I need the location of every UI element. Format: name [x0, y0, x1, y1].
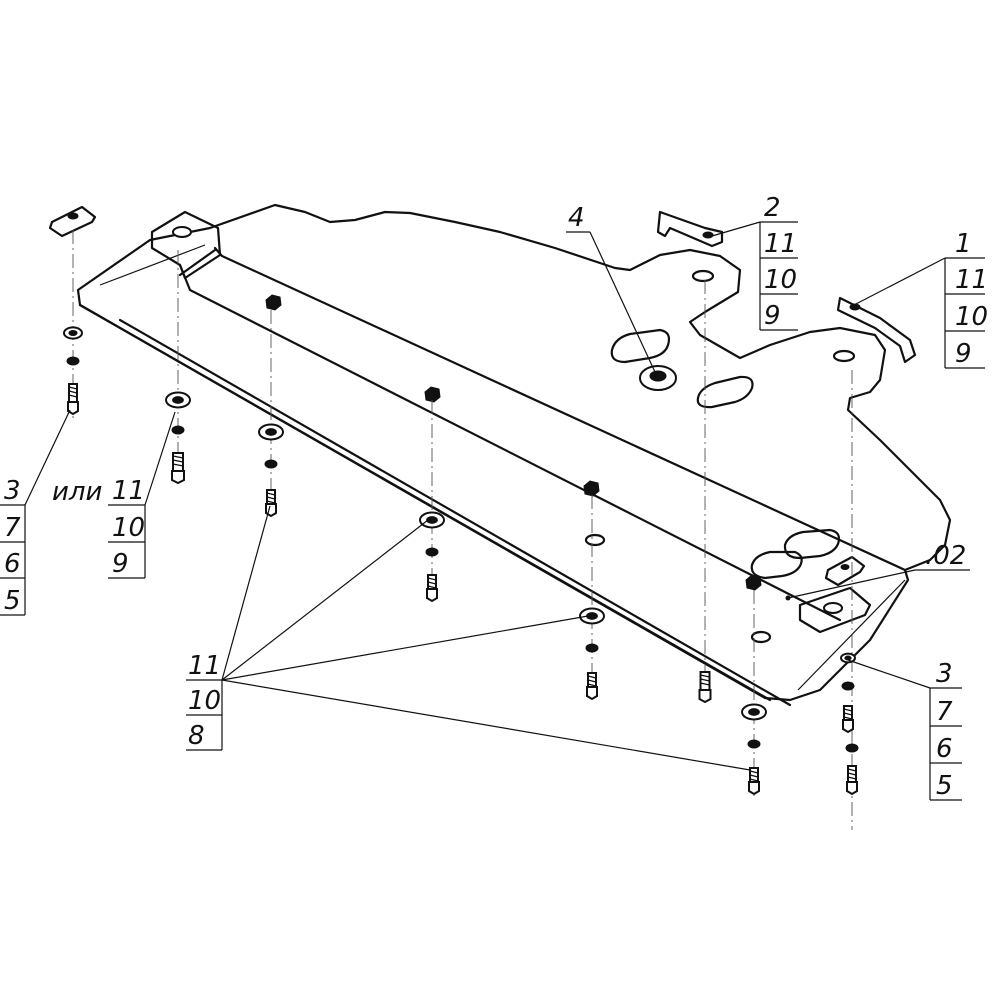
- bolt-thread: [843, 708, 853, 712]
- bolt-thread: [847, 772, 857, 776]
- bolt-head: [171, 470, 185, 485]
- callout-3r-item-6: 6: [936, 734, 953, 764]
- bolt-thread: [843, 716, 853, 720]
- bolt-thread: [172, 455, 184, 459]
- callout-1-item-9: 9: [955, 339, 972, 369]
- callout-left-item-10: 10: [112, 513, 145, 543]
- bolt-thread: [427, 577, 437, 581]
- bolt-thread: [700, 682, 710, 686]
- centre-lines: [72, 230, 853, 830]
- callout-3l-item-6: 6: [4, 549, 21, 579]
- bolt-thread: [587, 675, 597, 679]
- bolt-thread: [843, 712, 853, 716]
- callout-bottom-item-10: 10: [188, 686, 221, 716]
- bolt-thread: [847, 768, 857, 772]
- bolt-thread: [266, 492, 276, 496]
- bolt-thread: [68, 386, 78, 390]
- lock-washer: [845, 743, 859, 753]
- plate-nut-left: [48, 205, 97, 238]
- bolt-head: [426, 588, 438, 603]
- bolt-thread: [847, 776, 857, 780]
- callout-02-label: .02: [925, 541, 966, 571]
- bolt-thread: [749, 770, 759, 774]
- bolt-thread: [427, 581, 437, 585]
- callout-3l-item-5: 5: [4, 586, 21, 616]
- bolt-thread: [172, 459, 184, 463]
- rail-nut-3: [583, 480, 600, 497]
- bolt-thread: [700, 678, 710, 682]
- bolt-thread: [68, 394, 78, 398]
- callout-table-1: 1 11 10 9: [944, 229, 988, 369]
- lock-washer: [747, 739, 761, 749]
- lock-washer: [171, 425, 185, 435]
- callout-4-label: 4: [568, 203, 585, 233]
- bolt-head: [842, 719, 854, 734]
- callout-2-item-11: 11: [764, 229, 797, 259]
- bolt-thread: [587, 679, 597, 683]
- rail-nut-4: [745, 574, 762, 591]
- callout-table-2: 2 11 10 9: [759, 193, 798, 331]
- washer-hole: [426, 516, 438, 524]
- washer-hole: [68, 329, 78, 337]
- callout-left-item-11: 11: [112, 476, 145, 506]
- callout-02: .02: [925, 541, 966, 571]
- rail-nut-2: [424, 386, 441, 403]
- fasteners: [63, 326, 859, 796]
- bolt-thread: [749, 778, 759, 782]
- washer-hole: [586, 612, 598, 620]
- callout-3r-item-5: 5: [936, 771, 953, 801]
- plate-nut-right: [824, 555, 866, 587]
- callout-table-3-left: 3 7 6 5: [0, 476, 26, 616]
- skid-plate: [76, 203, 952, 707]
- bolt-thread: [700, 674, 710, 678]
- bracket-part-1: [836, 296, 917, 364]
- callout-1-item-11: 11: [955, 265, 988, 295]
- callout-3r-label: 3: [936, 659, 953, 689]
- washer-hole: [844, 655, 852, 661]
- bolt-thread: [266, 500, 276, 504]
- washer-hole: [172, 396, 184, 404]
- callout-bottom-item-11: 11: [188, 651, 221, 681]
- lock-washer: [66, 356, 80, 366]
- lock-washer: [585, 643, 599, 653]
- washer-hole: [265, 428, 277, 436]
- callout-left-item-9: 9: [112, 549, 129, 579]
- callout-3l-label: 3: [4, 476, 21, 506]
- bolt-head: [698, 689, 712, 704]
- callout-2-label: 2: [764, 193, 781, 223]
- callout-3r-item-7: 7: [936, 697, 953, 727]
- callout-2-item-10: 10: [764, 265, 797, 295]
- callout-4: 4: [568, 203, 585, 233]
- callout-3l-item-7: 7: [4, 513, 21, 543]
- callout-table-11-left: 11 10 9: [108, 476, 146, 579]
- bolt-head: [586, 686, 598, 701]
- bolt-thread: [587, 683, 597, 687]
- bolt-thread: [172, 463, 184, 467]
- bolt-head: [748, 781, 760, 796]
- or-label: или: [52, 477, 102, 507]
- lock-washer: [264, 459, 278, 469]
- callout-2-item-9: 9: [764, 301, 781, 331]
- leader-lines: [24, 221, 985, 771]
- callout-table-3-right: 3 7 6 5: [929, 659, 962, 801]
- rail-nut-1: [265, 294, 282, 311]
- callout-1-item-10: 10: [955, 302, 988, 332]
- bolt-thread: [266, 496, 276, 500]
- callout-1-label: 1: [955, 229, 972, 259]
- callout-bottom-item-8: 8: [188, 721, 205, 751]
- bracket-part-2: [656, 210, 724, 248]
- washer-hole: [748, 708, 760, 716]
- bolt-thread: [427, 585, 437, 589]
- bolt-thread: [68, 390, 78, 394]
- bolt-head: [67, 401, 79, 416]
- bolt-thread: [749, 774, 759, 778]
- lock-washer: [425, 547, 439, 557]
- lock-washer: [841, 681, 855, 691]
- callout-table-11-10-8: 11 10 8: [186, 651, 223, 751]
- bolt-head: [846, 781, 858, 796]
